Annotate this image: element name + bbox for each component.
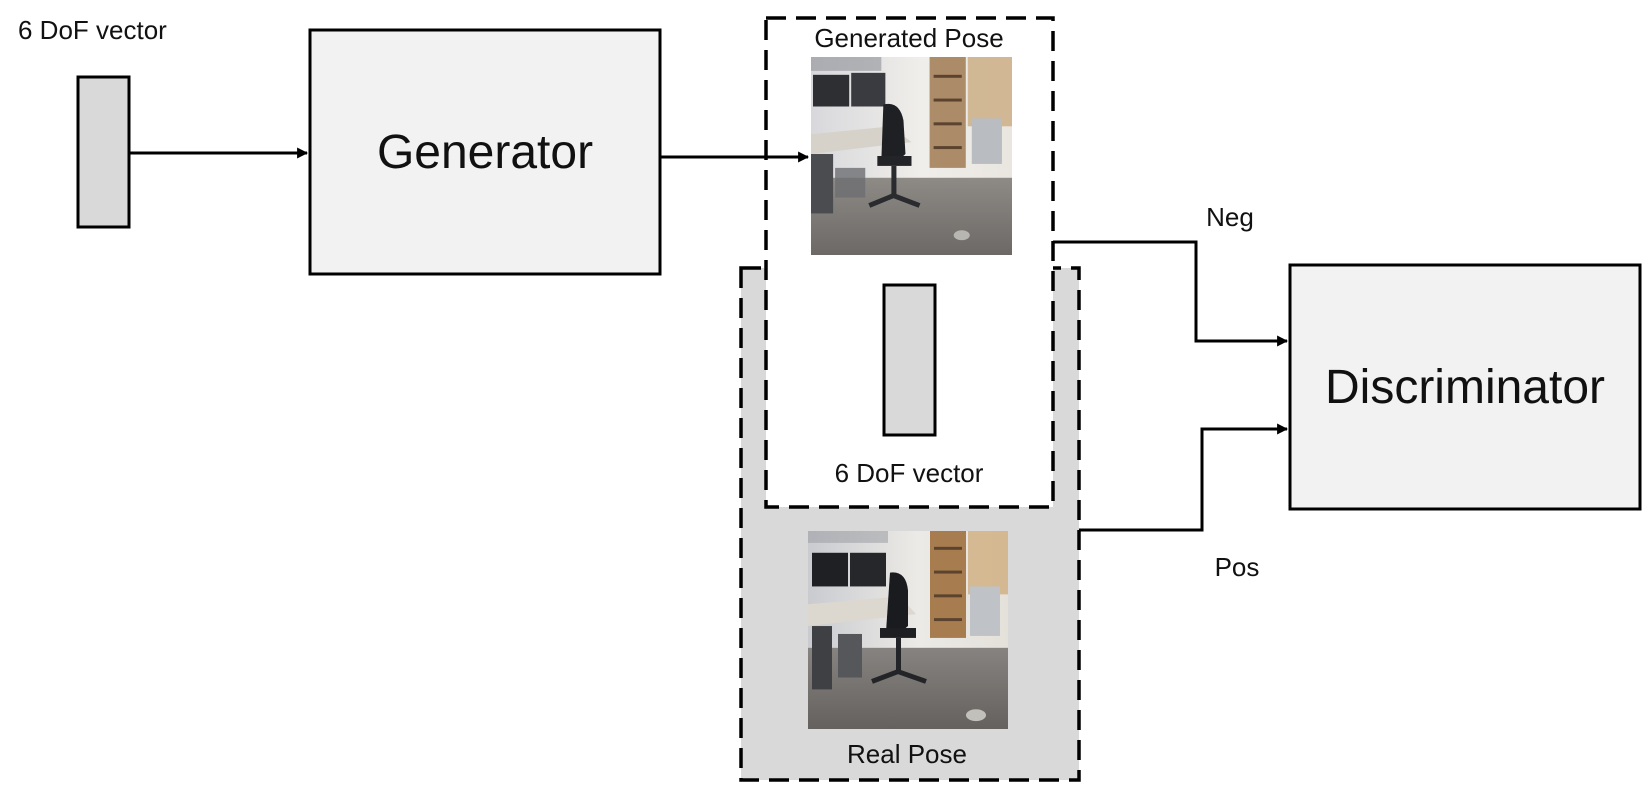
input-vector-label: 6 DoF vector [18,15,167,45]
inner-vector-block [882,283,937,437]
inner-vector-label: 6 DoF vector [835,458,984,488]
generator-box [308,28,662,276]
pos-connector [1079,423,1289,532]
real-pose-image [808,531,1008,729]
input-vector-block [76,75,131,229]
discriminator-box [1288,263,1642,511]
real-pose-label: Real Pose [847,739,967,769]
generator-label: Generator [377,126,593,179]
generated-pose-image [811,57,1012,255]
discriminator-label: Discriminator [1325,361,1605,414]
neg-label: Neg [1206,202,1254,232]
generated-pose-label: Generated Pose [814,23,1003,53]
neg-connector [1053,240,1289,347]
pos-label: Pos [1215,552,1260,582]
